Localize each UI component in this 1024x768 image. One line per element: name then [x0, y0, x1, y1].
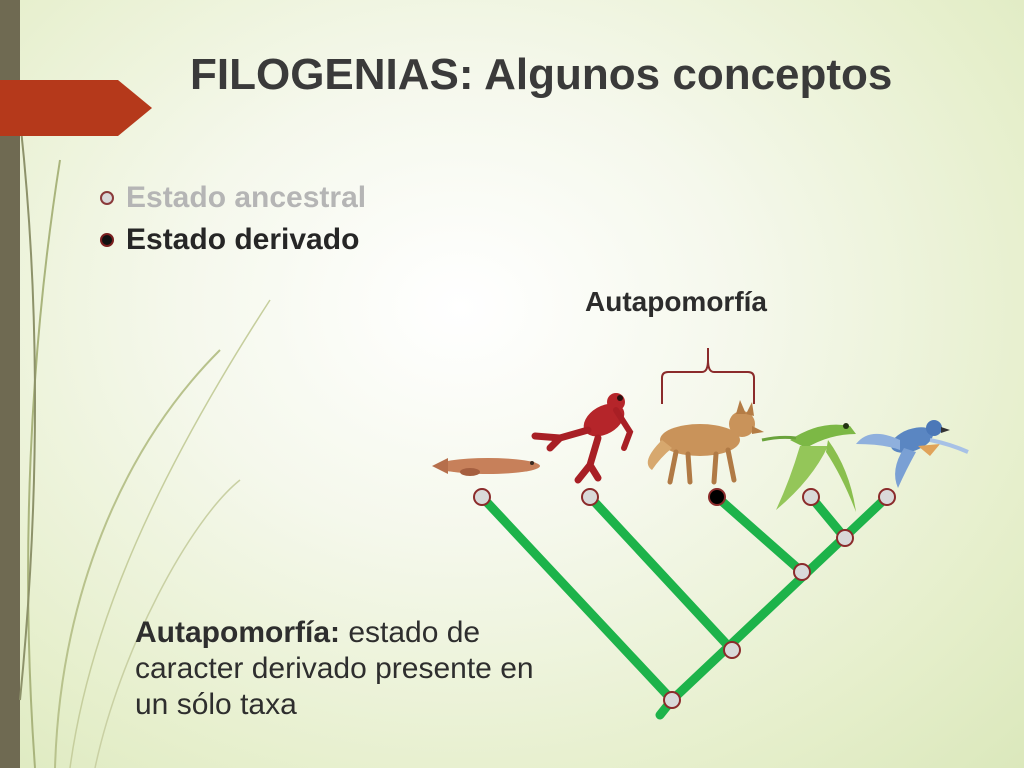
tip-node-frog: [581, 488, 599, 506]
internal-node-4: [836, 529, 854, 547]
internal-node-root: [663, 691, 681, 709]
pterosaur-icon: [761, 423, 856, 512]
derived-state-dot-icon: [100, 233, 114, 247]
decorative-grass-lines: [19, 119, 271, 768]
frog-icon: [531, 393, 634, 484]
tip-node-fish: [473, 488, 491, 506]
tip-node-pterosaur: [802, 488, 820, 506]
legend-derived-label: Estado derivado: [126, 223, 360, 256]
fox-icon: [647, 400, 764, 485]
tree-branch-frog: [585, 492, 737, 655]
tree-branch-fish: [477, 492, 677, 705]
legend-derived: Estado derivado: [100, 223, 359, 257]
left-bar: [0, 0, 20, 768]
tree-branch-fox: [712, 492, 807, 577]
autapomorphy-bracket-label: Autapomorfía: [585, 286, 767, 317]
legend-ancestral-label: Estado ancestral: [126, 181, 367, 214]
tree-branch-main: [667, 492, 892, 705]
autapomorphy-bracket: [661, 348, 755, 404]
tip-node-fox-derived: [708, 488, 726, 506]
autapomorphy-definition: Autapomorfía: estado de caracter derivad…: [135, 615, 575, 723]
slide-title: FILOGENIAS: Algunos conceptos: [190, 50, 893, 99]
definition-term: Autapomorfía:: [135, 616, 340, 649]
tip-node-bird: [878, 488, 896, 506]
internal-node-3: [793, 563, 811, 581]
legend-ancestral: Estado ancestral: [100, 181, 366, 215]
title-accent-arrow: [0, 80, 152, 136]
fish-icon: [432, 458, 540, 476]
definition-text: estado de caracter derivado presente en …: [135, 616, 534, 721]
internal-node-2: [723, 641, 741, 659]
ancestral-state-dot-icon: [100, 191, 114, 205]
bird-icon: [856, 420, 969, 488]
